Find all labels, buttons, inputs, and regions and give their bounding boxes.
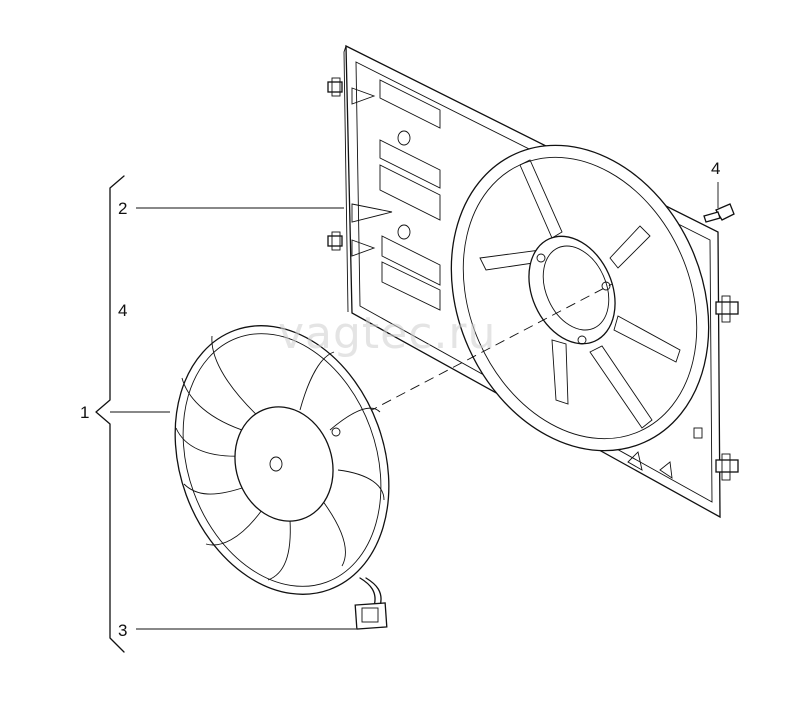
mounting-clip-right-upper: [715, 295, 739, 323]
callout-leaders: [95, 175, 719, 653]
mounting-clip-left-lower: [327, 231, 343, 251]
callout-2: 2: [118, 199, 128, 218]
callout-4-group: 4: [118, 301, 128, 320]
shroud-bolt: [703, 203, 735, 223]
callout-4-bolt: 4: [711, 159, 721, 178]
fan-connector: [354, 577, 388, 630]
cooling-fan: [174, 325, 390, 595]
mounting-clip-right-lower: [715, 453, 739, 481]
callout-1: 1: [80, 403, 90, 422]
callout-3: 3: [118, 621, 128, 640]
mounting-clip-left-upper: [327, 77, 343, 97]
watermark-text: vagtec.ru: [278, 308, 497, 359]
fan-shroud: [327, 44, 739, 519]
